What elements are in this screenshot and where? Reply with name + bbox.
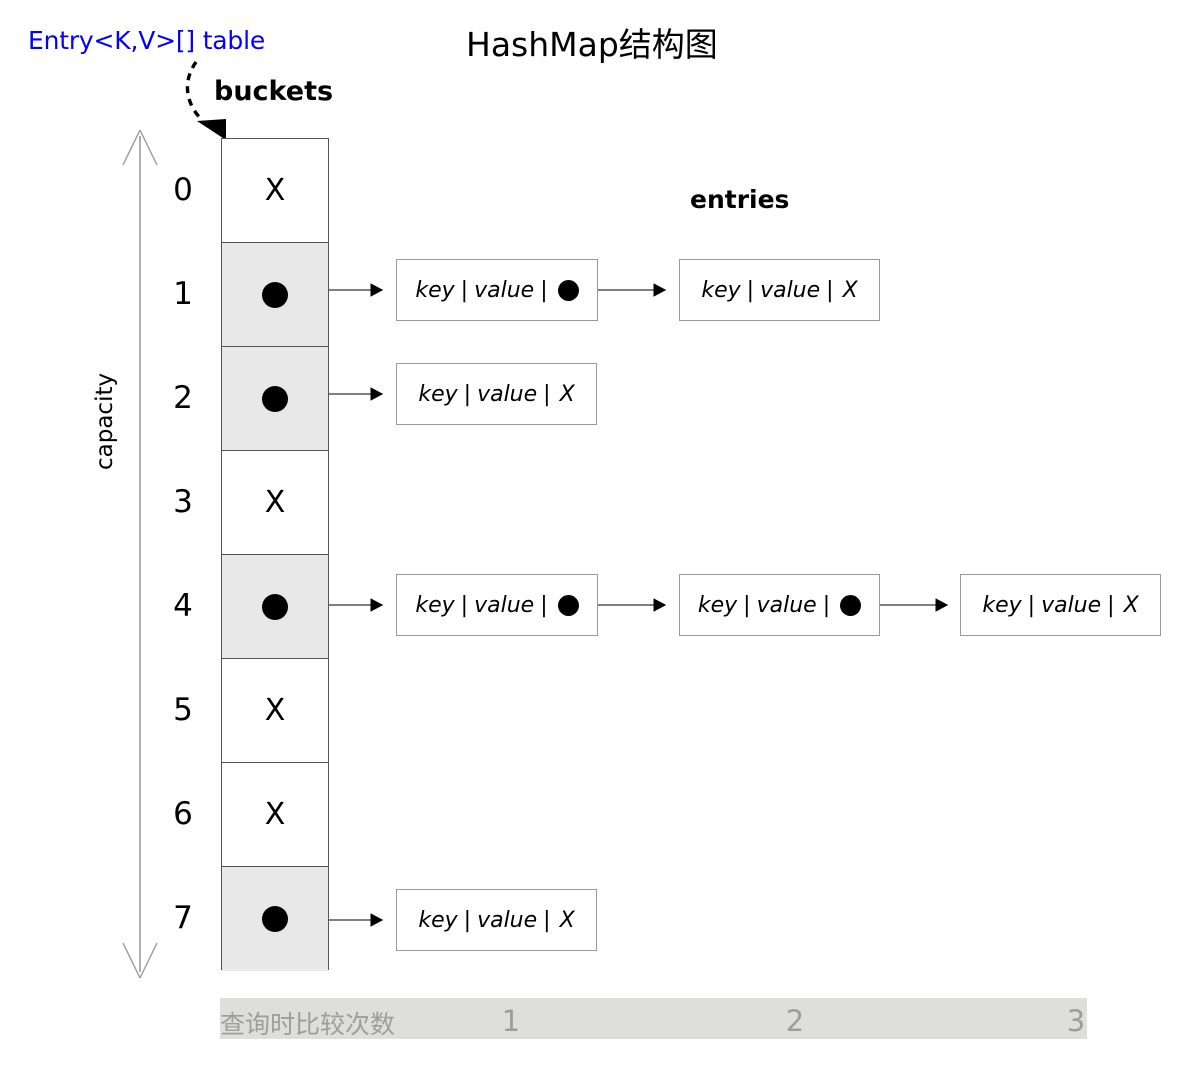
entry-node-b4-e2[interactable]: key | value | X (960, 574, 1161, 636)
pointer-dot-icon (262, 281, 288, 308)
entry-node-b4-e0[interactable]: key | value | (396, 574, 598, 636)
empty-marker-icon: X (264, 172, 286, 208)
bucket-cell-4[interactable] (222, 555, 328, 659)
comparison-count-2: 2 (785, 1004, 805, 1038)
entry-value: value (477, 381, 538, 407)
comparison-count-3: 3 (1066, 1004, 1086, 1038)
pointer-dot-icon (262, 385, 288, 412)
bucket-cell-5[interactable]: X (222, 659, 328, 763)
bucket-index-7: 7 (173, 900, 193, 936)
entry-separator: | (746, 277, 755, 303)
next-pointer-dot-icon (557, 594, 579, 616)
entry-value: value (477, 907, 538, 933)
bucket-index-2: 2 (173, 380, 193, 416)
next-pointer-dot-icon (557, 279, 579, 301)
entry-separator: | (826, 277, 834, 303)
entry-separator: | (543, 907, 551, 933)
comparison-count-label: 查询时比较次数 (220, 1010, 396, 1039)
entry-value: value (474, 277, 535, 303)
entry-key: key (418, 907, 458, 933)
pointer-dot-icon (262, 593, 288, 620)
bucket-cell-7[interactable] (222, 867, 328, 971)
entry-key: key (982, 592, 1022, 618)
next-null-marker: X (559, 381, 575, 407)
entry-node-b2-e0[interactable]: key | value | X (396, 363, 597, 425)
entry-separator: | (540, 592, 548, 618)
entry-value: value (760, 277, 821, 303)
entry-node-b7-e0[interactable]: key | value | X (396, 889, 597, 951)
bucket-cell-6[interactable]: X (222, 763, 328, 867)
bucket-index-3: 3 (173, 484, 193, 520)
bucket-index-6: 6 (173, 796, 193, 832)
bucket-index-1: 1 (173, 276, 193, 312)
entry-separator: | (1107, 592, 1115, 618)
entry-separator: | (1027, 592, 1036, 618)
entry-separator: | (460, 592, 469, 618)
bucket-index-0: 0 (173, 172, 193, 208)
entry-key: key (697, 592, 738, 618)
entry-key: key (701, 277, 741, 303)
entry-value: value (1041, 592, 1102, 618)
capacity-arrow (122, 129, 158, 979)
next-null-marker: X (1123, 592, 1139, 618)
entry-node-b1-e0[interactable]: key | value | (396, 259, 598, 321)
entry-separator: | (463, 381, 472, 407)
next-null-marker: X (842, 277, 858, 303)
entry-separator: | (743, 592, 751, 618)
entry-node-b4-e1[interactable]: key | value | (679, 574, 880, 636)
entry-key: key (418, 381, 458, 407)
buckets-label: buckets (214, 76, 334, 107)
empty-marker-icon: X (264, 692, 286, 728)
entry-separator: | (822, 592, 831, 618)
entry-key: key (415, 592, 455, 618)
entry-node-b1-e1[interactable]: key | value | X (679, 259, 880, 321)
next-null-marker: X (559, 907, 575, 933)
bucket-cell-0[interactable]: X (222, 139, 328, 243)
entries-label: entries (690, 185, 790, 214)
page-title: HashMap结构图 (466, 25, 718, 64)
entry-separator: | (463, 907, 472, 933)
table-field-label: Entry<K,V>[] table (28, 26, 266, 55)
entry-separator: | (540, 277, 548, 303)
bucket-cell-1[interactable] (222, 243, 328, 347)
buckets-array: X X X X (221, 138, 329, 971)
bucket-index-4: 4 (173, 588, 193, 624)
pointer-dot-icon (262, 906, 288, 932)
entry-separator: | (543, 381, 551, 407)
capacity-label: capacity (92, 372, 118, 470)
bucket-index-5: 5 (173, 692, 193, 728)
entry-value: value (756, 592, 817, 618)
bucket-cell-2[interactable] (222, 347, 328, 451)
empty-marker-icon: X (264, 796, 286, 832)
comparison-count-1: 1 (501, 1004, 521, 1038)
empty-marker-icon: X (264, 484, 286, 520)
next-pointer-dot-icon (840, 594, 862, 616)
comparison-count-bar: 查询时比较次数 1 2 3 (220, 998, 1087, 1039)
bucket-cell-3[interactable]: X (222, 451, 328, 555)
entry-key: key (415, 277, 455, 303)
entry-separator: | (460, 277, 469, 303)
entry-value: value (474, 592, 535, 618)
